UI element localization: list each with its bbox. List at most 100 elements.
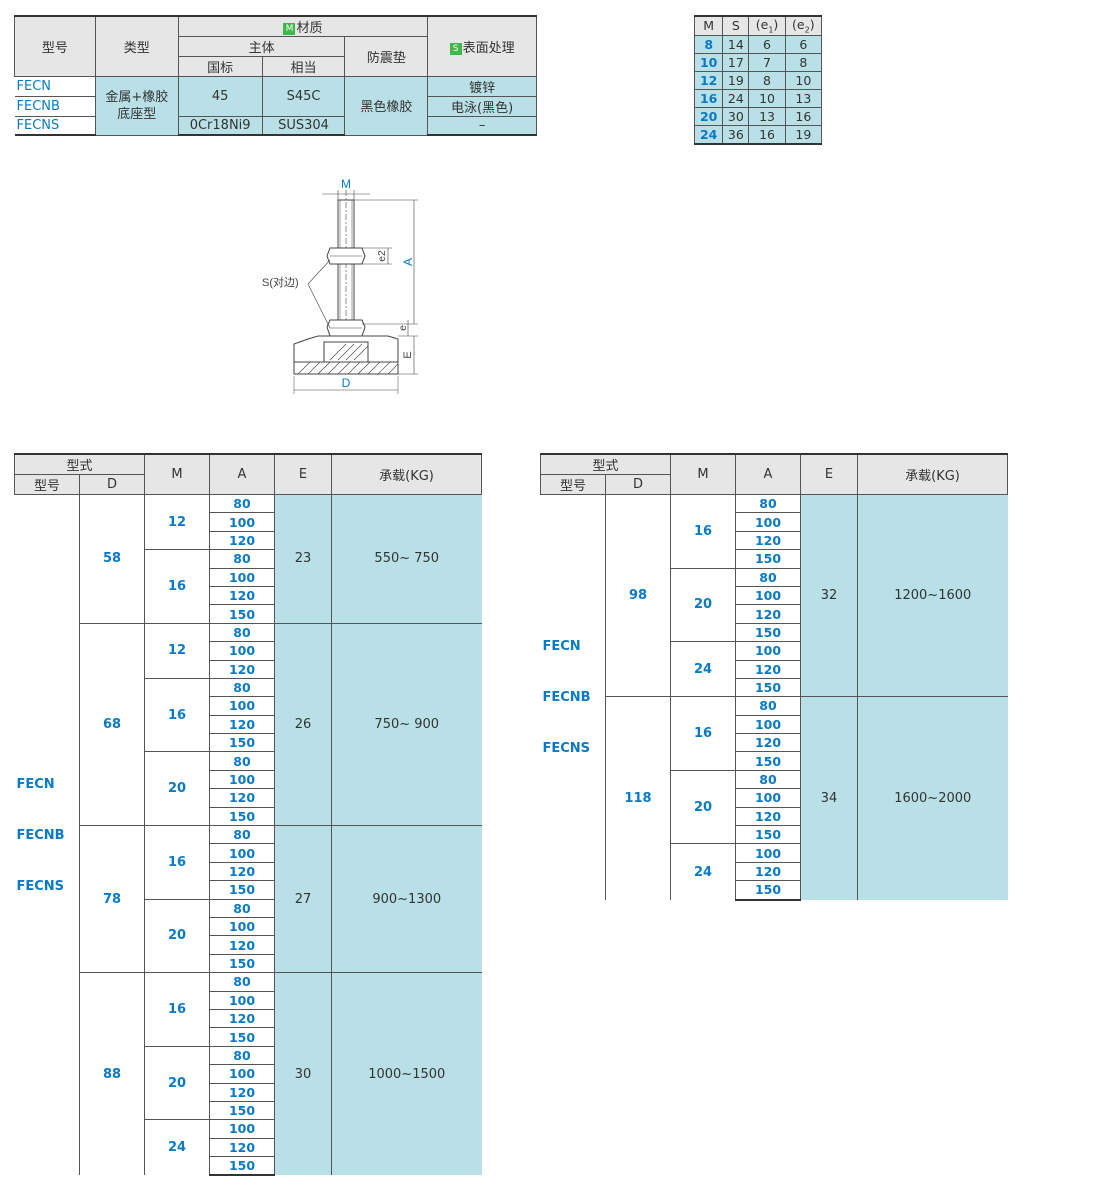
table-row: 150 bbox=[541, 751, 1008, 771]
material-badge-icon: M bbox=[283, 22, 296, 35]
ms-cell: 24 bbox=[722, 88, 750, 108]
m-cell: 16 bbox=[144, 549, 210, 624]
table-row: 120 bbox=[15, 1008, 482, 1028]
a-cell: 100 bbox=[209, 567, 275, 587]
e-cell: 32 bbox=[800, 493, 858, 697]
surface-cell: 电泳(黑色) bbox=[427, 96, 537, 117]
spec-header-d: D bbox=[79, 474, 145, 495]
spec-header-d: D bbox=[605, 474, 671, 495]
m-cell: 20 bbox=[670, 769, 736, 844]
header-main-body: 主体 bbox=[177, 36, 346, 57]
a-cell: 100 bbox=[209, 990, 275, 1010]
a-cell: 120 bbox=[209, 935, 275, 955]
a-cell: 100 bbox=[735, 788, 801, 808]
spec-header-model: 型号 bbox=[540, 474, 606, 495]
a-cell: 80 bbox=[209, 751, 275, 771]
table-row: 120 bbox=[15, 788, 482, 808]
leveling-foot-drawing: M A e2 e E D S(对边) bbox=[262, 177, 418, 394]
table-row: 150 bbox=[541, 677, 1008, 697]
spec-header-a: A bbox=[735, 453, 801, 495]
table-row: 120 bbox=[541, 530, 1008, 550]
surface-cell: 镀锌 bbox=[427, 76, 537, 97]
m-cell: 16 bbox=[670, 494, 736, 569]
dim-label-e2: e2 bbox=[377, 250, 388, 262]
a-cell: 120 bbox=[209, 714, 275, 734]
table-row: 100 bbox=[541, 714, 1008, 734]
model-code: FECNB bbox=[14, 96, 96, 117]
a-cell: 120 bbox=[209, 1082, 275, 1102]
ms-cell: 13 bbox=[748, 106, 786, 126]
a-cell: 120 bbox=[209, 1137, 275, 1157]
a-cell: 80 bbox=[209, 622, 275, 642]
ms-cell: 10 bbox=[748, 88, 786, 108]
table-row: 100 bbox=[15, 512, 482, 532]
a-cell: 100 bbox=[209, 916, 275, 936]
spec-header-m: M bbox=[144, 453, 210, 495]
m-cell: 16 bbox=[144, 677, 210, 752]
spec-header-load: 承载(KG) bbox=[857, 453, 1008, 495]
load-cell: 1000~1500 bbox=[331, 972, 482, 1176]
a-cell: 100 bbox=[735, 714, 801, 734]
m-cell: 12 bbox=[144, 493, 210, 550]
a-cell: 150 bbox=[209, 733, 275, 752]
table-row: 120 bbox=[541, 861, 1008, 881]
a-cell: 150 bbox=[209, 604, 275, 624]
a-cell: 80 bbox=[209, 825, 275, 844]
model-code: FECN bbox=[542, 638, 581, 654]
a-cell: 100 bbox=[735, 585, 801, 605]
model-code: FECNS bbox=[14, 116, 96, 136]
table-row: 120 bbox=[15, 530, 482, 550]
ms-cell: 30 bbox=[722, 106, 750, 126]
ms-cell: 10 bbox=[784, 70, 823, 90]
a-cell: 100 bbox=[209, 641, 275, 661]
d-cell: 58 bbox=[79, 494, 145, 624]
header-model: 型号 bbox=[14, 15, 96, 77]
table-row: 150 bbox=[15, 953, 482, 973]
ms-header-e1: (e1) bbox=[748, 15, 786, 36]
table-row: 100 bbox=[15, 567, 482, 587]
ms-cell: 16 bbox=[784, 106, 823, 126]
table-row: 120 bbox=[541, 733, 1008, 752]
dim-label-a: A bbox=[401, 258, 415, 266]
table-row: 150 bbox=[541, 880, 1008, 901]
a-cell: 80 bbox=[735, 567, 801, 587]
ms-cell: 14 bbox=[722, 34, 750, 54]
equivalent-cell: S45C bbox=[261, 76, 346, 117]
table-row: 100 bbox=[15, 696, 482, 716]
load-cell: 900~1300 bbox=[331, 825, 482, 973]
d-cell: 78 bbox=[79, 825, 145, 973]
table-row: 120 bbox=[15, 1137, 482, 1157]
ms-cell: 36 bbox=[722, 124, 750, 145]
spec-header-a: A bbox=[209, 453, 275, 495]
a-cell: 80 bbox=[735, 696, 801, 716]
a-cell: 120 bbox=[735, 530, 801, 550]
a-cell: 100 bbox=[209, 769, 275, 789]
table-row: 150 bbox=[15, 604, 482, 624]
header-pad: 防震垫 bbox=[344, 36, 429, 77]
table-row: 120 bbox=[15, 714, 482, 734]
table-row: 100 bbox=[541, 512, 1008, 532]
load-cell: 1600~2000 bbox=[857, 696, 1008, 900]
model-code: FECNS bbox=[16, 878, 65, 894]
a-cell: 80 bbox=[209, 493, 275, 513]
a-cell: 80 bbox=[209, 972, 275, 992]
e-cell: 26 bbox=[274, 622, 332, 826]
national-std-cell: 0Cr18Ni9 bbox=[177, 116, 263, 136]
a-cell: 120 bbox=[209, 659, 275, 679]
spec-header-load: 承载(KG) bbox=[331, 453, 482, 495]
a-cell: 120 bbox=[735, 604, 801, 624]
a-cell: 80 bbox=[209, 677, 275, 697]
header-national: 国标 bbox=[177, 56, 263, 77]
table-row: 150 bbox=[15, 880, 482, 900]
model-code: FECNS bbox=[542, 740, 591, 756]
a-cell: 100 bbox=[209, 843, 275, 863]
table-row: 150 bbox=[541, 549, 1008, 569]
